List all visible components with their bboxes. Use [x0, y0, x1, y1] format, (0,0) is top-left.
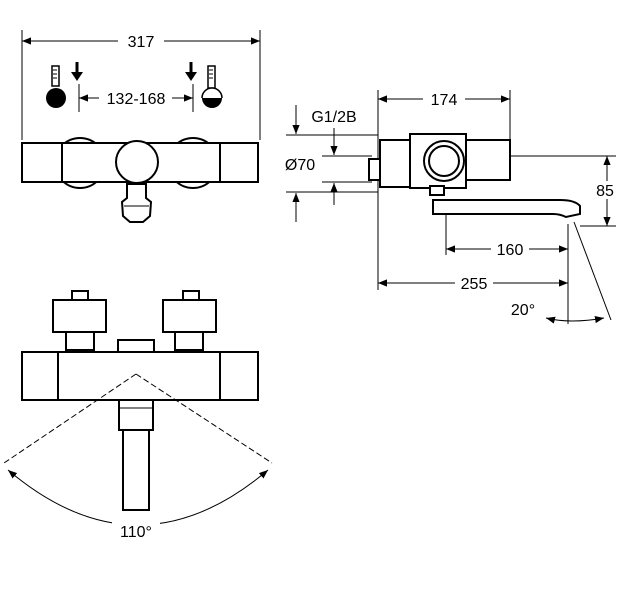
hot-thermometer-icon	[201, 65, 223, 108]
side-view: 174 G1/2B Ø70	[285, 90, 616, 324]
swivel-angle-label: 110°	[120, 524, 152, 541]
thread-dimension: G1/2B	[311, 109, 372, 205]
thread-label: G1/2B	[311, 109, 356, 126]
mixer-body-top	[21, 351, 259, 511]
center-distance-dimension: 132-168	[78, 84, 194, 112]
spout-reach-label: 160	[497, 242, 524, 259]
height-label: 85	[596, 183, 614, 200]
front-view: 317	[21, 30, 261, 223]
swivel-angle-dimension: 110°	[3, 373, 273, 541]
width-label: 317	[128, 34, 155, 51]
handles-top	[52, 290, 217, 355]
width-dimension: 317	[21, 30, 261, 140]
depth-dimension: 174	[377, 90, 511, 290]
spout-reach-dimension: 160	[445, 214, 569, 324]
mixer-body-side	[368, 133, 608, 219]
depth-label: 174	[431, 92, 458, 109]
diameter-label: Ø70	[285, 157, 315, 174]
cold-thermometer-icon	[46, 65, 66, 108]
center-distance-label: 132-168	[107, 91, 166, 108]
down-arrow-icon	[71, 62, 83, 81]
spout-angle-dimension: 20°	[511, 221, 612, 324]
top-view: 110°	[3, 290, 273, 541]
total-reach-label: 255	[461, 276, 488, 293]
height-dimension: 85	[510, 155, 616, 227]
total-reach-dimension: 255	[378, 274, 568, 293]
spout-angle-label: 20°	[511, 302, 535, 319]
mixer-body-front	[21, 137, 259, 223]
down-arrow-icon	[185, 62, 197, 81]
diameter-dimension: Ø70	[285, 105, 378, 222]
